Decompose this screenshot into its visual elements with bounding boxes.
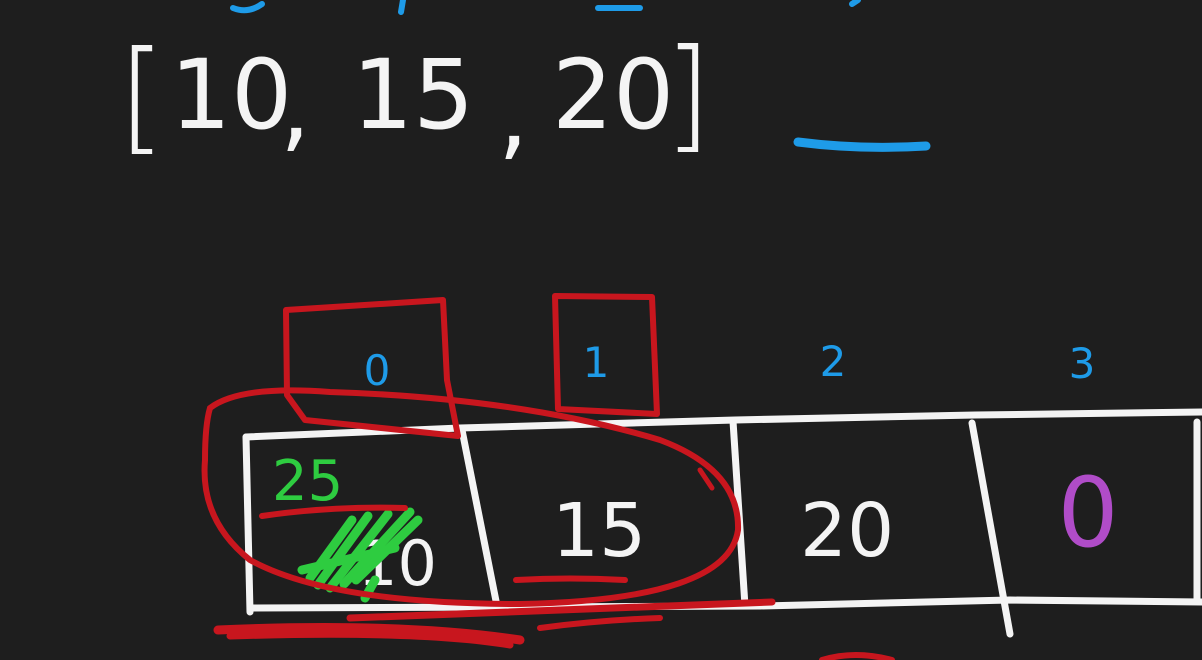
index-label-3: 3 [1069, 339, 1096, 388]
cutoff-blue-mark [398, 0, 406, 15]
cell-1-underline [513, 575, 628, 583]
cells-top-edge [242, 408, 1202, 441]
array-open-bracket: [ [118, 25, 166, 167]
cutoff-blue-mark [230, 1, 265, 14]
cell-divider-left [242, 433, 254, 616]
cell-0-scribble [297, 507, 423, 603]
ellipse-tail [697, 467, 715, 491]
array-item-2: 20 [552, 39, 674, 151]
cells-red-underline [213, 598, 776, 649]
array-item-0: 10 [170, 39, 292, 151]
cell-divider-1 [458, 426, 501, 610]
index-label-0: 0 [364, 346, 391, 395]
index-1-highlight-box [552, 293, 660, 417]
first-two-cells-ellipse [201, 387, 742, 608]
array-literal: [ 10 , 15 , 20 ] [118, 23, 712, 171]
cell-2-value: 20 [800, 488, 894, 574]
cell-1-value: 15 [552, 488, 646, 574]
cell-3-value: 0 [1057, 457, 1118, 569]
index-labels: 0 1 2 3 [364, 337, 1096, 395]
array-item-1: 15 [352, 39, 474, 151]
index-0-highlight-box [283, 297, 461, 439]
cutoff-blue-mark [849, 0, 861, 7]
array-separator-0: , [280, 51, 311, 163]
index-label-2: 2 [820, 337, 847, 386]
cell-0: 10 25 [259, 449, 437, 603]
array-separator-1: , [498, 59, 529, 171]
cell-0-new-value: 25 [272, 449, 343, 514]
index-label-1: 1 [583, 338, 610, 387]
cell-0-strike-line [259, 504, 408, 519]
cutoff-red-mark [819, 652, 895, 660]
array-close-bracket: ] [664, 23, 712, 165]
blank-placeholder-line [793, 137, 931, 152]
cells-bottom-edge [248, 596, 1202, 612]
